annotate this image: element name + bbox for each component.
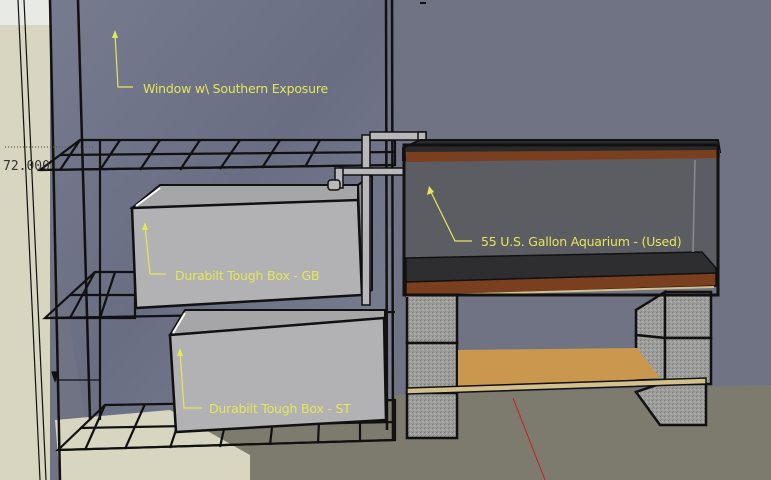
tough-box-st[interactable] (168, 309, 388, 434)
label-window: Window w\ Southern Exposure (143, 81, 328, 96)
label-leaders (114, 33, 472, 409)
label-aquarium: 55 U.S. Gallon Aquarium - (Used) (481, 234, 682, 249)
red-axis-line (512, 397, 546, 480)
window-frame (48, 0, 395, 480)
label-tough-box-gb: Durabilt Tough Box - GB (175, 268, 320, 283)
plywood-shelf (406, 348, 707, 395)
tough-box-gb[interactable] (129, 173, 373, 310)
label-tough-box-st: Durabilt Tough Box - ST (209, 401, 351, 416)
left-wall-light (0, 0, 50, 480)
dimension-lines (5, 0, 100, 480)
label-arrowheads (112, 30, 434, 356)
dimension-value: 72.000 (3, 159, 50, 174)
aquarium[interactable] (402, 139, 722, 297)
